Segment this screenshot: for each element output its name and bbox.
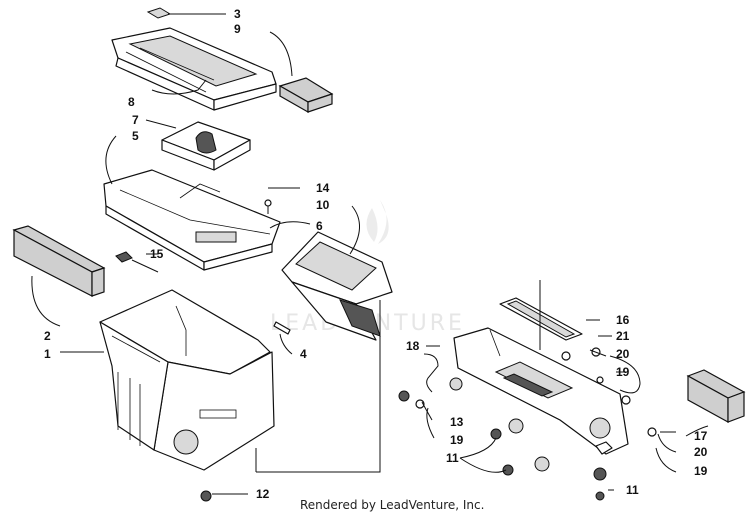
callout-17: 17 <box>694 429 708 443</box>
callout-20: 20 <box>616 347 630 361</box>
callout-15: 15 <box>150 247 164 261</box>
leader-lines <box>31 13 709 495</box>
screw-14 <box>264 199 272 214</box>
callout-19-lower: 19 <box>450 433 464 447</box>
callout-8: 8 <box>128 95 135 109</box>
callout-7: 7 <box>132 113 139 127</box>
airbox-tray <box>103 169 281 271</box>
callout-6: 6 <box>316 219 323 233</box>
sensor <box>115 251 159 273</box>
rod-18 <box>423 353 439 393</box>
airbox-housing <box>99 289 275 471</box>
gasket-frame <box>499 297 583 341</box>
baffle <box>161 121 251 171</box>
callout-14: 14 <box>316 181 330 195</box>
console-assembly <box>453 327 629 455</box>
footer-credit: Rendered by LeadVenture, Inc. <box>300 498 484 512</box>
callout-labels: 3 9 8 7 5 14 10 6 15 2 1 4 12 16 21 18 2… <box>44 7 708 501</box>
left-foam-pad <box>12 225 106 297</box>
callout-11: 11 <box>446 451 459 465</box>
callout-21: 21 <box>616 329 630 343</box>
callout-5: 5 <box>132 129 139 143</box>
callout-19: 19 <box>616 365 630 379</box>
callout-12: 12 <box>256 487 270 501</box>
callout-2: 2 <box>44 329 51 343</box>
callout-10: 10 <box>316 198 330 212</box>
callout-13: 13 <box>450 415 464 429</box>
airbox-lid <box>111 27 277 111</box>
filter-pad <box>278 77 334 114</box>
right-foam-pad <box>686 369 746 424</box>
callout-11-lower: 11 <box>626 483 639 497</box>
drain-plug <box>200 490 212 502</box>
callout-4: 4 <box>300 347 307 361</box>
callout-19-right: 19 <box>694 464 708 478</box>
callout-1: 1 <box>44 347 51 361</box>
bolt-4 <box>273 321 291 335</box>
callout-20-lower: 20 <box>694 445 708 459</box>
callout-9: 9 <box>234 22 241 36</box>
callout-18: 18 <box>406 339 420 353</box>
intake-duct <box>281 231 393 341</box>
callout-3: 3 <box>234 7 241 21</box>
callout-16: 16 <box>616 313 630 327</box>
part-3-plate <box>146 7 172 19</box>
